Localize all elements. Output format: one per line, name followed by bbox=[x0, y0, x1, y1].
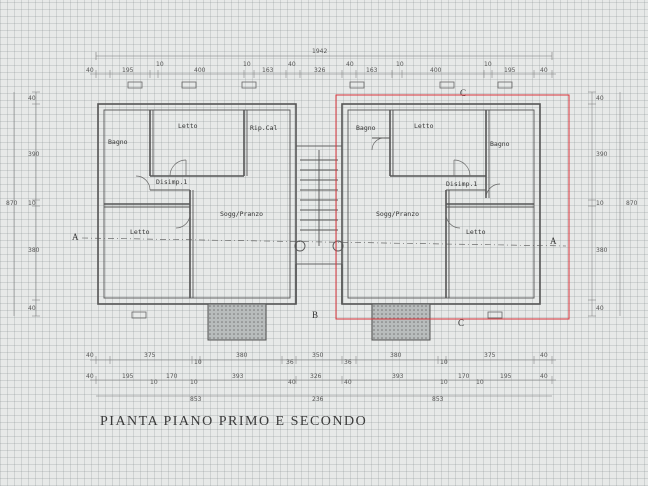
section-line-a bbox=[81, 237, 567, 247]
dim-bottom1-11: 40 bbox=[540, 352, 548, 359]
dim-left-5: 40 bbox=[28, 305, 36, 312]
dim-top-4: 400 bbox=[194, 67, 206, 74]
room-label-rip-left: Rip.Cal bbox=[250, 124, 277, 132]
room-label-letto-bottom-left: Letto bbox=[130, 228, 150, 236]
dim-bottom2-1: 40 bbox=[86, 373, 94, 380]
dim-top-2: 195 bbox=[122, 67, 134, 74]
dim-top-7: 40 bbox=[288, 61, 296, 68]
drawing-title: PIANTA PIANO PRIMO E SECONDO bbox=[100, 414, 368, 429]
room-label-bagno-left: Bagno bbox=[108, 138, 128, 146]
section-b: B bbox=[312, 310, 318, 320]
room-label-sogg-right: Sogg/Pranzo bbox=[376, 210, 419, 218]
dim-right-5: 40 bbox=[596, 305, 604, 312]
left-dimension-chain bbox=[13, 91, 40, 317]
room-label-bagno-right: Bagno bbox=[490, 140, 510, 148]
dim-top-r3: 10 bbox=[396, 61, 404, 68]
dim-bottom1-6: 350 bbox=[312, 352, 324, 359]
top-dimension-chain bbox=[90, 70, 556, 78]
dim-bottom1-3: 10 bbox=[194, 359, 202, 366]
room-label-sogg-left: Sogg/Pranzo bbox=[220, 210, 263, 218]
room-label-disimp-right: Disimp.1 bbox=[446, 180, 477, 188]
overall-dimension bbox=[95, 52, 553, 60]
dim-bottom2-10: 393 bbox=[392, 373, 404, 380]
section-c-bottom: C bbox=[458, 318, 464, 328]
dim-bottom-mid-total: 236 bbox=[312, 396, 324, 403]
dim-bottom2-4: 170 bbox=[166, 373, 178, 380]
left-door-swings bbox=[135, 159, 191, 229]
dim-bottom2-12: 170 bbox=[458, 373, 470, 380]
dim-right-1: 40 bbox=[596, 95, 604, 102]
dim-left-2: 390 bbox=[28, 151, 40, 158]
room-label-letto-bottom-right: Letto bbox=[466, 228, 486, 236]
dim-top-5: 10 bbox=[243, 61, 251, 68]
dim-bottom2-3: 10 bbox=[150, 379, 158, 386]
dim-top-r2: 163 bbox=[366, 67, 378, 74]
dim-bottom1-9: 10 bbox=[440, 359, 448, 366]
dim-left-1: 40 bbox=[28, 95, 36, 102]
bottom-dimension-row2 bbox=[90, 376, 556, 384]
dim-bottom2-8: 326 bbox=[310, 373, 322, 380]
right-balcony bbox=[371, 303, 431, 341]
room-label-letto-top-left: Letto bbox=[178, 122, 198, 130]
section-c-top: C bbox=[460, 88, 466, 98]
dim-bottom2-9: 40 bbox=[344, 379, 352, 386]
left-apartment-walls bbox=[97, 103, 297, 305]
dim-bottom-right-total: 853 bbox=[432, 396, 444, 403]
dim-right-2: 390 bbox=[596, 151, 608, 158]
section-a-right: A bbox=[550, 236, 557, 246]
dim-top-mid: 326 bbox=[314, 67, 326, 74]
room-label-disimp-left: Disimp.1 bbox=[156, 178, 187, 186]
dim-left-4: 380 bbox=[28, 247, 40, 254]
dim-top-r5: 10 bbox=[484, 61, 492, 68]
dim-bottom1-4: 380 bbox=[236, 352, 248, 359]
dim-right-3: 10 bbox=[596, 200, 604, 207]
dim-bottom1-5: 36 bbox=[286, 359, 294, 366]
dim-bottom2-13: 10 bbox=[476, 379, 484, 386]
dim-top-3: 10 bbox=[156, 61, 164, 68]
selection-highlight bbox=[335, 94, 570, 320]
dim-bottom1-8: 380 bbox=[390, 352, 402, 359]
dim-right-4: 380 bbox=[596, 247, 608, 254]
room-label-letto-top-right: Letto bbox=[414, 122, 434, 130]
room-label-bagno-small-right: Bagno bbox=[356, 124, 376, 132]
dim-bottom2-5: 10 bbox=[190, 379, 198, 386]
right-door-swings bbox=[371, 137, 501, 229]
dim-bottom2-6: 393 bbox=[232, 373, 244, 380]
dim-bottom2-15: 40 bbox=[540, 373, 548, 380]
right-dimension-chain bbox=[588, 91, 621, 317]
dim-bottom1-2: 375 bbox=[144, 352, 156, 359]
dim-top-1: 40 bbox=[86, 67, 94, 74]
dim-bottom2-11: 10 bbox=[440, 379, 448, 386]
dim-top-r1: 40 bbox=[346, 61, 354, 68]
dim-top-r7: 40 bbox=[540, 67, 548, 74]
dim-bottom1-7: 36 bbox=[344, 359, 352, 366]
dim-bottom2-14: 195 bbox=[500, 373, 512, 380]
dim-top-6: 163 bbox=[262, 67, 274, 74]
dim-bottom2-7: 40 bbox=[288, 379, 296, 386]
dim-left-total: 870 bbox=[6, 200, 18, 207]
bottom-dimension-row1 bbox=[90, 356, 556, 364]
right-apartment-walls bbox=[341, 103, 541, 305]
dim-left-3: 10 bbox=[28, 200, 36, 207]
top-window-marks bbox=[127, 81, 513, 89]
dim-bottom2-2: 195 bbox=[122, 373, 134, 380]
dim-bottom1-1: 40 bbox=[86, 352, 94, 359]
section-a-left: A bbox=[72, 232, 79, 242]
dim-right-total: 870 bbox=[626, 200, 638, 207]
left-balcony bbox=[207, 303, 267, 341]
dim-bottom1-10: 375 bbox=[484, 352, 496, 359]
dim-top-r4: 400 bbox=[430, 67, 442, 74]
overall-dim-label: 1942 bbox=[312, 48, 327, 55]
dim-bottom-left-total: 853 bbox=[190, 396, 202, 403]
dim-top-r6: 195 bbox=[504, 67, 516, 74]
